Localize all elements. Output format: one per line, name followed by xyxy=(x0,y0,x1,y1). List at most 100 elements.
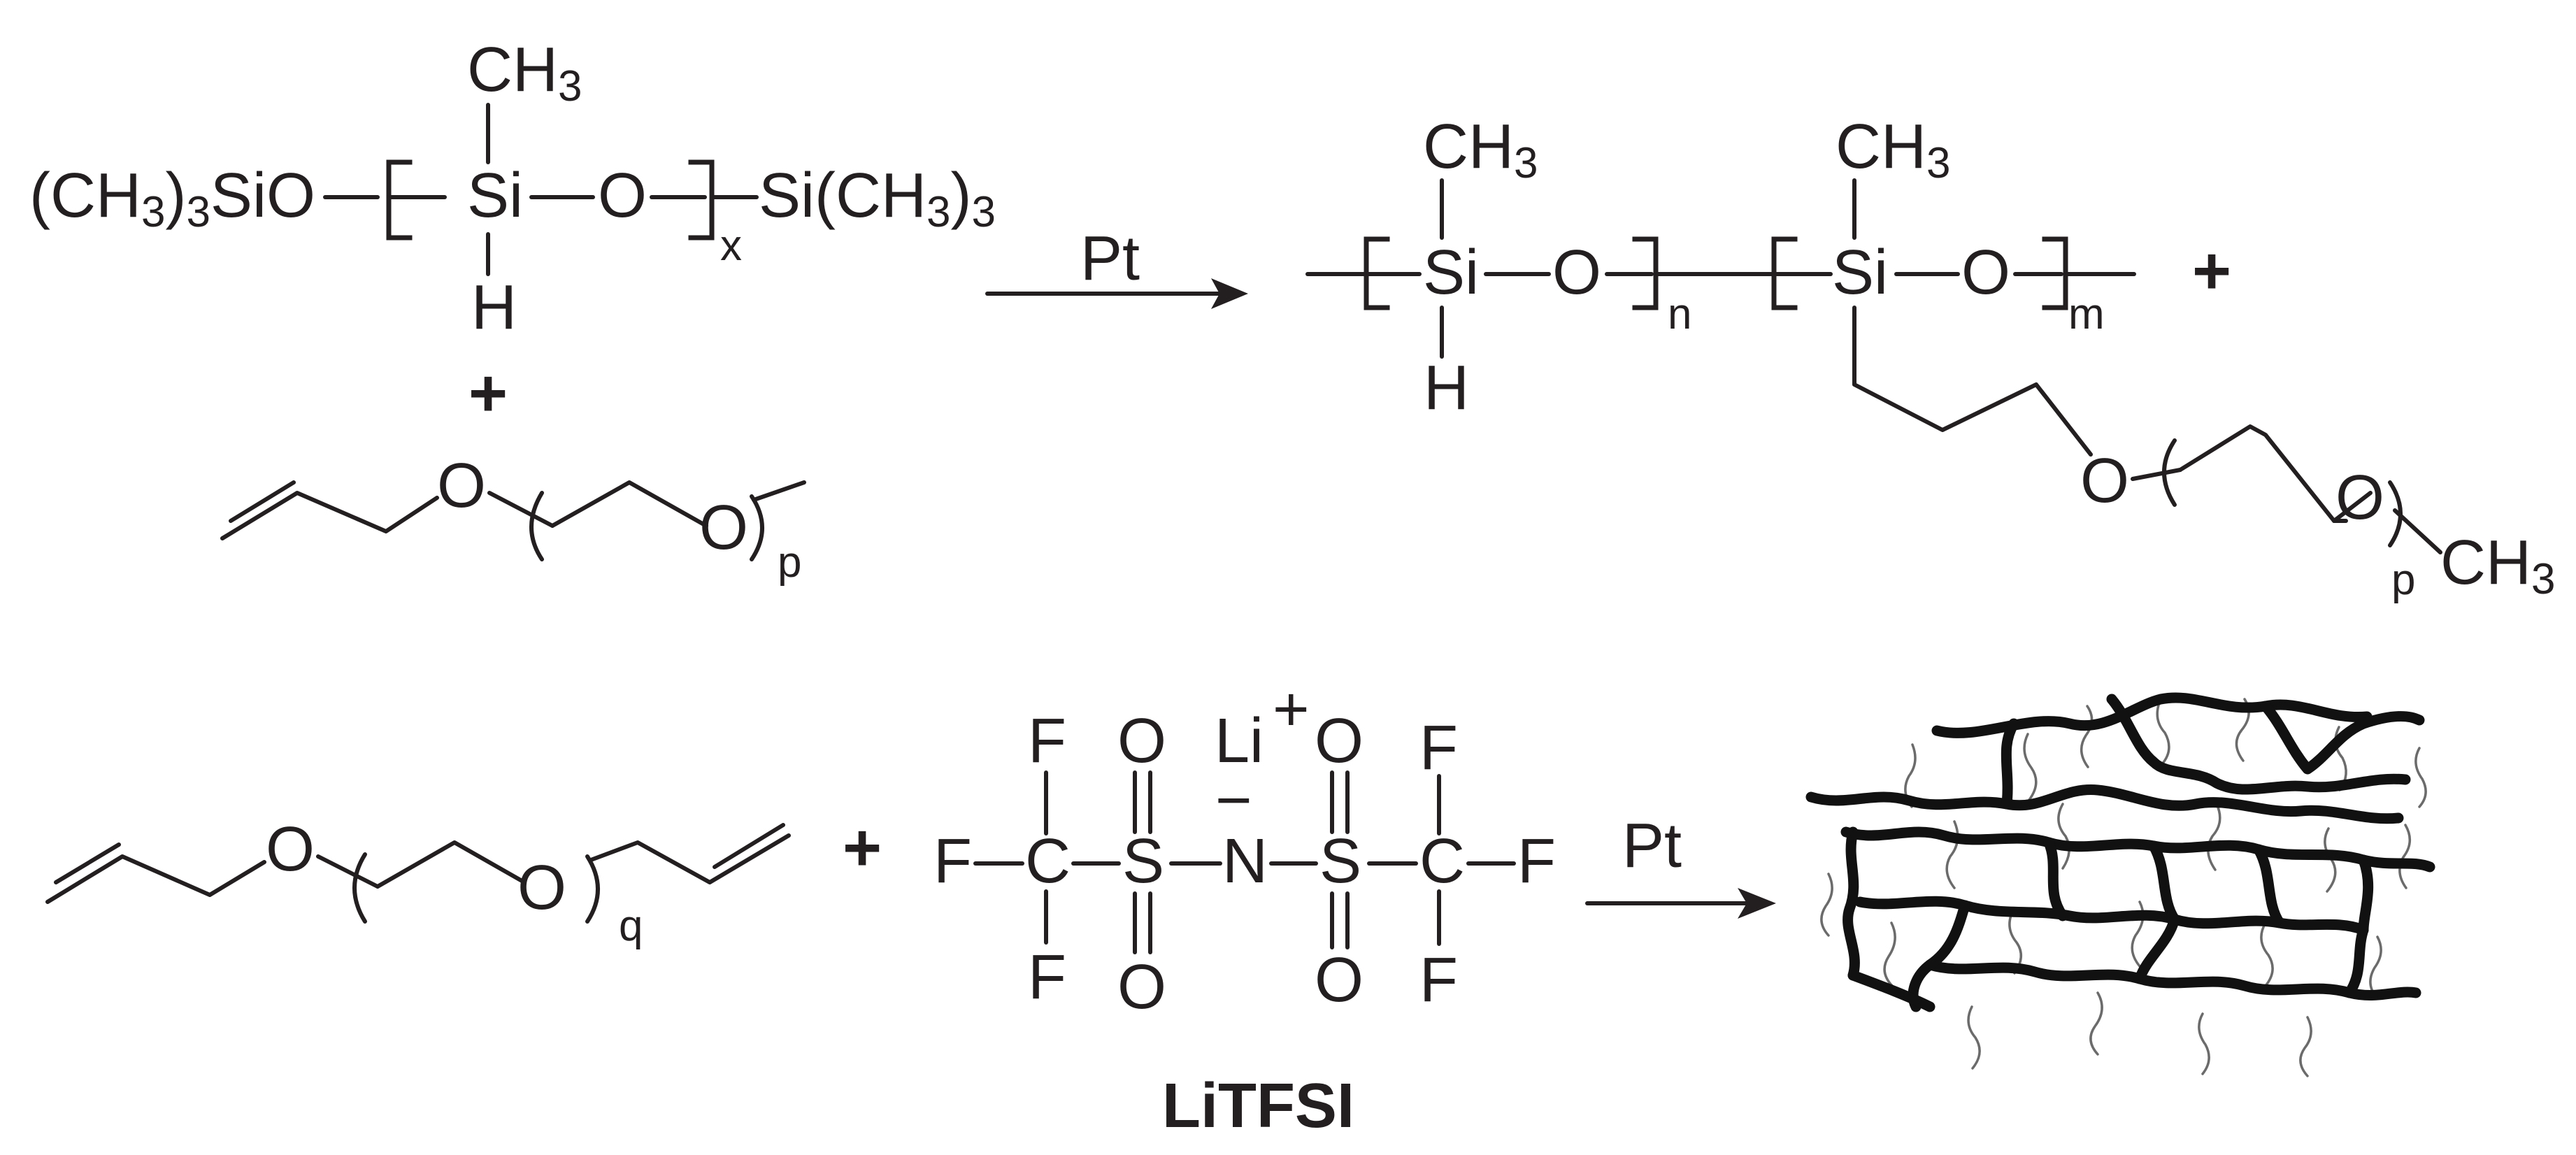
pendant-chain xyxy=(1883,921,1896,987)
pendant-chain xyxy=(2260,921,2274,987)
paren-close-q xyxy=(585,854,600,924)
f-top-right: F xyxy=(1419,713,1458,783)
backbone-strand xyxy=(2148,840,2180,925)
pendant-chain xyxy=(2207,803,2221,871)
arrow-head-2 xyxy=(1738,888,1776,919)
h-label: H xyxy=(1424,353,1469,423)
s-left: S xyxy=(1122,826,1164,896)
backbone-strand xyxy=(1847,970,1935,1012)
paren-close xyxy=(750,494,764,561)
pendant-chain xyxy=(2080,705,2094,768)
methyl-label: CH3 xyxy=(467,35,582,110)
c-left: C xyxy=(1025,826,1071,896)
pendant-chain xyxy=(1967,1005,1981,1070)
f-bottom-right: F xyxy=(1419,945,1458,1015)
o-ch2-bond xyxy=(487,491,554,528)
side-oxygen-2: O xyxy=(2335,463,2384,533)
paren-open-q xyxy=(352,852,367,924)
li-label: Li xyxy=(1215,706,1264,776)
plus-sign-2: + xyxy=(2192,234,2231,308)
end-methyl-bond xyxy=(2393,508,2442,554)
f-top-left: F xyxy=(1028,706,1066,776)
peg-oxygen-1: O xyxy=(437,451,486,521)
side-ethylene-unit xyxy=(2178,424,2348,523)
repeat-index-q: q xyxy=(619,902,643,950)
backbone-strand xyxy=(1908,900,1970,1012)
o-bottom-left: O xyxy=(1117,952,1166,1022)
methyl-end-bond xyxy=(752,480,806,502)
crosslinker-oxygen-1: O xyxy=(266,815,315,884)
pendant-chain xyxy=(1945,820,1959,889)
trimethylsilyl-right-label: Si(CH3)3 xyxy=(759,161,996,236)
li-plus-charge: + xyxy=(1273,675,1310,745)
catalyst-label-1: Pt xyxy=(1080,224,1140,294)
litfsi-name-label: LiTFSI xyxy=(1162,1071,1354,1141)
grafted-siloxane-product: Si CH3 H O n Si CH3 O m + O O p CH3 xyxy=(1305,112,2555,604)
backbone-strand xyxy=(1854,896,2369,935)
allyl-chain-right xyxy=(589,833,791,884)
pendant-chain xyxy=(2089,991,2103,1056)
allyl-peg-reactant: O O p xyxy=(220,451,806,587)
o-label-a: O xyxy=(1552,238,1601,308)
o-bottom-right: O xyxy=(1315,945,1364,1015)
s-right: S xyxy=(1319,826,1361,896)
o-top-right: O xyxy=(1315,706,1364,776)
backbone-strand xyxy=(2358,854,2374,935)
methyl-label-a: CH3 xyxy=(1423,112,1538,187)
h-label: H xyxy=(471,273,517,343)
o-label: O xyxy=(598,161,647,231)
backbone-strand xyxy=(2134,914,2180,984)
backbone-strand xyxy=(1805,784,2404,824)
repeat-index-x: x xyxy=(720,222,742,270)
o-ch2-side-bond xyxy=(2131,468,2182,481)
backbone-strand xyxy=(2253,844,2285,928)
paren-open xyxy=(529,491,544,561)
trimethylsiloxy-left-label: (CH3)3SiO xyxy=(29,161,315,236)
reaction-arrow-1: Pt xyxy=(985,224,1248,309)
vinyl-double-bond-right xyxy=(713,823,785,869)
side-oxygen-1: O xyxy=(2080,446,2129,516)
pendant-side-chains xyxy=(1820,698,2427,1077)
litfsi-salt: F F C F S O O N − Li + O S O C F F F L xyxy=(933,675,1556,1141)
backbone-strand xyxy=(1924,959,2421,1001)
pendant-chain xyxy=(2057,803,2070,870)
o-top-left: O xyxy=(1117,706,1166,776)
propyl-spacer xyxy=(1852,306,2093,457)
pendant-chain xyxy=(2023,733,2038,801)
pendant-chain xyxy=(2369,935,2382,1000)
peg-oxygen-2: O xyxy=(699,493,748,563)
backbone-strand xyxy=(2043,837,2068,921)
repeat-index-m: m xyxy=(2068,290,2105,338)
o-label-b: O xyxy=(1961,238,2010,308)
backbone-strand xyxy=(1931,692,2373,738)
diallyl-peg-crosslinker: O O q xyxy=(45,815,791,950)
f-right: F xyxy=(1517,826,1556,896)
ethylene-unit-q xyxy=(375,840,527,889)
backbone-strands xyxy=(1805,692,2435,1012)
methyl-label-b: CH3 xyxy=(1836,112,1950,187)
repeat-index-n: n xyxy=(1668,290,1691,338)
n-negative-charge: − xyxy=(1215,766,1252,835)
backbone-strand xyxy=(1840,826,2435,873)
pendant-chain xyxy=(2198,1012,2210,1075)
repeat-index-p: p xyxy=(778,538,801,587)
crosslinked-network-illustration xyxy=(1805,692,2435,1077)
si-label: Si xyxy=(467,161,523,231)
si-label-b: Si xyxy=(1832,238,1888,308)
pendant-chain xyxy=(2156,698,2170,766)
pendant-chain xyxy=(2398,824,2411,889)
backbone-strand xyxy=(2001,718,2019,810)
n-label: N xyxy=(1222,826,1268,896)
end-methyl-label: CH3 xyxy=(2440,528,2555,603)
pendant-chain xyxy=(2414,747,2427,808)
ethylene-unit xyxy=(550,480,708,528)
backbone-strand xyxy=(1842,826,1860,981)
allyl-chain-left xyxy=(45,854,266,904)
vinyl-double-bond-left xyxy=(54,842,121,884)
plus-sign: + xyxy=(468,356,508,431)
pendant-chain xyxy=(2299,1016,2312,1077)
backbone-strand xyxy=(2260,701,2425,775)
backbone-strand xyxy=(2106,694,2411,795)
plus-sign-3: + xyxy=(843,810,882,885)
